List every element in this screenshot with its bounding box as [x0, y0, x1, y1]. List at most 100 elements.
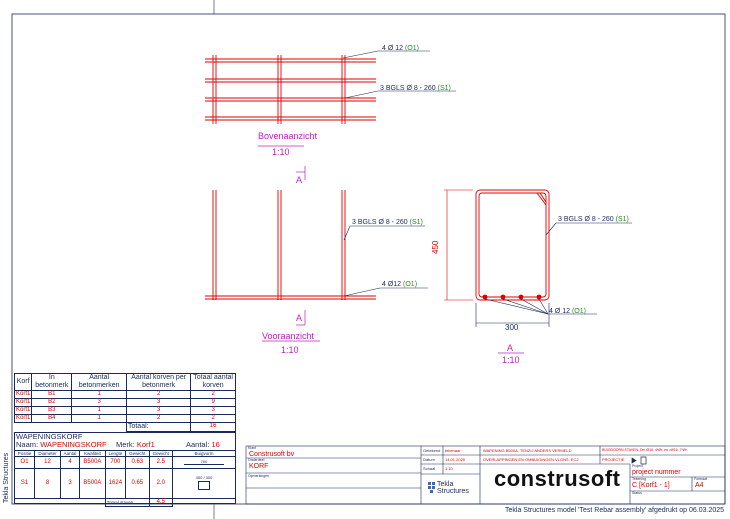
- front-section-marker-bottom: A: [296, 313, 303, 323]
- table-cell: 3: [59, 468, 81, 500]
- wapening-aantal-row: Aantal: 16: [186, 441, 220, 449]
- table-cell: 12: [34, 456, 61, 470]
- top-view-scale: 1:10: [272, 147, 290, 157]
- korf-table: Korf In betonmerk Aantal betonmerken Aan…: [13, 372, 236, 432]
- table-cell: 9: [190, 397, 236, 407]
- front-view-title: Vooraanzicht: [262, 331, 315, 341]
- table-cell: B3: [31, 405, 73, 415]
- note-buigdoorn: BUIGDOORN STAVEN: Dm Ø16: 4*Ør; en >Ø16:…: [602, 448, 687, 452]
- top-bar-label-text: 4 Ø 12: [382, 45, 404, 52]
- section-title: A: [507, 343, 514, 353]
- wapening-header-gewicht-totaal: Gewicht: [148, 449, 174, 458]
- klant-label: Klant: [248, 446, 256, 450]
- tekening-value: [Korf1 - 1]: [639, 482, 670, 489]
- project-value: project nummer: [632, 469, 681, 476]
- wapening-total-value: 4.5: [148, 498, 174, 508]
- section-dim-width: [475, 303, 550, 327]
- wapening-title: WAPENINGSKORF: [16, 432, 83, 441]
- table-cell: 1: [71, 413, 127, 423]
- table-cell: B500A: [79, 456, 106, 470]
- tekening-label: Tekening: [632, 477, 647, 481]
- buigvorm-straight-dim: 700: [200, 458, 208, 464]
- front-view-rebar: [205, 190, 376, 300]
- table-cell: 2: [190, 413, 236, 423]
- section-bar-label: 4 Ø 12 (O1): [549, 308, 586, 315]
- table-cell: 700: [104, 456, 127, 470]
- top-stirrup-mark: (S1): [437, 85, 451, 92]
- table-cell: 2.0: [148, 468, 174, 500]
- opmerkingen-label: Opmerkingen: [248, 474, 270, 478]
- project-label: Project: [632, 464, 643, 468]
- front-bar-label: 4 Ø12 (O1): [382, 281, 417, 288]
- wapening-header-lengte: Lengte: [104, 449, 127, 458]
- tekla-logo-text: Tekla Structures: [437, 481, 469, 496]
- top-bar-label: 4 Ø 12 (O1): [382, 45, 419, 52]
- korf-header-korf: Korf: [13, 372, 33, 392]
- korf-total-value: 16: [190, 421, 236, 432]
- korf-header-totaal: Totaal aantal korven: [190, 372, 236, 392]
- tekla-logo-icon: [428, 482, 435, 493]
- getekend-value: tekenaar: [445, 448, 461, 453]
- front-stirrup-label-text: 3 BGLS Ø 8 - 260: [352, 219, 408, 226]
- top-stirrup-label-text: 3 BGLS Ø 8 - 260: [380, 85, 436, 92]
- wapening-merk-row: Merk: Korf1: [116, 441, 155, 449]
- wapening-aantal-label: Aantal:: [186, 440, 210, 449]
- table-cell: S1: [13, 468, 36, 500]
- table-cell: 0.63: [125, 456, 150, 470]
- wapening-aantal-value: 16: [211, 440, 220, 449]
- korf-table-total-row: Totaal: 16: [15, 421, 236, 432]
- table-cell: Korf1: [13, 405, 33, 415]
- getekend-label: Getekend: [423, 448, 441, 453]
- schaal-label: Schaal: [423, 466, 436, 471]
- table-cell: 8: [34, 468, 61, 500]
- front-section-marker-top: A: [296, 175, 303, 185]
- table-cell: B2: [31, 397, 73, 407]
- korf-header-betonmerk: In betonmerk: [31, 372, 73, 392]
- wapening-side-label: Tekla Structures: [3, 452, 10, 503]
- wapening-header-positie: Positie: [13, 449, 36, 458]
- onderdeel-label: Onderdeel: [248, 458, 265, 462]
- section-bar-mark: (O1): [571, 308, 586, 315]
- table-cell: 1: [71, 390, 127, 399]
- table-cell: 2.5: [148, 456, 174, 470]
- section-stirrup-label-text: 3 BGLS Ø 8 - 260: [558, 216, 614, 223]
- front-stirrup-mark: (S1): [409, 219, 423, 226]
- formaat-value: A4: [695, 482, 704, 489]
- table-cell: 1: [71, 405, 127, 415]
- wapening-table: Positie Diameter Aantal Kwaliteit Lengte…: [13, 449, 236, 508]
- korf-header-korven-per-betonmerk: Aantal korven per betonmerk: [125, 372, 192, 392]
- note-wapening: WAPENING B500A, TENZIJ ANDERS VERMELD: [483, 448, 572, 453]
- straight-bar-shape: [184, 464, 224, 466]
- projectie-label: PROJECTIE: [602, 457, 625, 462]
- section-stirrup-label: 3 BGLS Ø 8 - 260 (S1): [558, 216, 629, 223]
- section-bars: [482, 294, 542, 300]
- klant-value: Construsoft bv: [249, 451, 295, 458]
- buigvorm-stirrup: 450 / 300: [172, 468, 236, 500]
- onderdeel-value: KORF: [249, 463, 269, 470]
- wapening-name-row: Naam: WAPENINGSKORF: [16, 441, 107, 449]
- wapening-header-buigvorm: Buigvorm: [172, 449, 236, 458]
- section-scale: 1:10: [502, 355, 520, 365]
- top-view-leaders: [342, 50, 456, 99]
- top-stirrup-label: 3 BGLS Ø 8 - 260 (S1): [380, 85, 451, 92]
- table-cell: 3: [190, 405, 236, 415]
- datum-value: 14.01.2025: [445, 457, 466, 462]
- wapening-total-label: Totaal staven: [104, 498, 150, 508]
- korf-table-header: Korf In betonmerk Aantal betonmerken Aan…: [13, 372, 236, 392]
- wapening-total-row: Totaal staven 4.5: [15, 498, 236, 508]
- top-bar-mark: (O1): [404, 45, 419, 52]
- front-stirrup-label: 3 BGLS Ø 8 - 260 (S1): [352, 219, 423, 226]
- section-stirrup-mark: (S1): [615, 216, 629, 223]
- top-view-title: Bovenaanzicht: [258, 131, 318, 141]
- front-view-scale: 1:10: [281, 345, 299, 355]
- wapening-table-header: Positie Diameter Aantal Kwaliteit Lengte…: [13, 449, 236, 458]
- table-cell: 3: [125, 405, 192, 415]
- wapening-header-aantal: Aantal: [59, 449, 81, 458]
- table-cell: Korf1: [13, 390, 33, 399]
